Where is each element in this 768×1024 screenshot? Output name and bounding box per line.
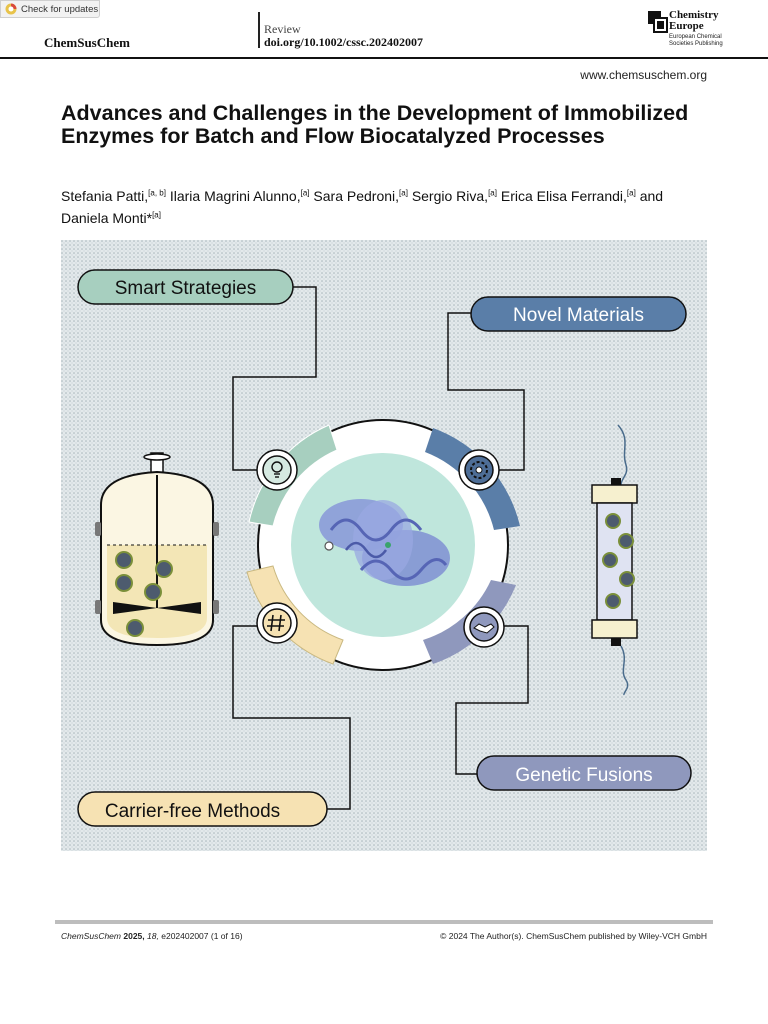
connector-lines — [232, 286, 529, 810]
smart-strategies-pill: Smart Strategies — [77, 269, 294, 305]
graphical-abstract-figure: Smart Strategies Novel Materials Genetic… — [61, 240, 707, 851]
footer-rule — [55, 920, 713, 924]
flow-column-icon — [591, 424, 638, 696]
copyright-line: © 2024 The Author(s). ChemSusChem publis… — [440, 931, 707, 941]
header-divider — [258, 12, 260, 48]
novel-materials-pill: Novel Materials — [470, 296, 687, 332]
hashtag-icon — [256, 602, 298, 644]
journal-name: ChemSusChem — [44, 35, 130, 50]
publisher-name-line2: Europe — [669, 20, 704, 32]
enzyme-protein-icon — [319, 499, 450, 586]
genetic-fusions-label: Genetic Fusions — [515, 765, 652, 786]
doi-link[interactable]: doi.org/10.1002/cssc.202402007 — [264, 35, 423, 49]
carrier-free-methods-label: Carrier-free Methods — [105, 801, 280, 822]
smart-strategies-label: Smart Strategies — [115, 278, 257, 299]
article-type: Review — [264, 22, 301, 36]
author-5: Erica Elisa Ferrandi,[a] — [500, 187, 636, 204]
chemistry-europe-logo-icon — [648, 11, 668, 33]
author-3: Sara Pedroni,[a] — [313, 187, 408, 204]
article-title: Advances and Challenges in the Developme… — [61, 101, 689, 148]
journal-website-link[interactable]: www.chemsuschem.org — [580, 68, 707, 82]
header-rule — [0, 57, 768, 59]
publisher-name-line1: Chemistry — [669, 9, 719, 21]
author-list: Stefania Patti,[a, b] Ilaria Magrini Alu… — [61, 183, 711, 228]
author-4: Sergio Riva,[a] — [411, 187, 497, 204]
publisher-name: Chemistry Europe — [669, 10, 719, 32]
author-6: and Daniela Monti*[a] — [61, 187, 664, 227]
crossmark-icon — [5, 3, 17, 15]
author-2: Ilaria Magrini Alunno,[a] — [169, 187, 310, 204]
publisher-subtitle: European Chemical Societies Publishing — [669, 34, 723, 47]
check-for-updates-button[interactable]: Check for updates — [0, 0, 100, 18]
check-for-updates-label: Check for updates — [21, 3, 99, 15]
novel-materials-label: Novel Materials — [513, 305, 644, 326]
lightbulb-icon — [256, 449, 298, 491]
citation-line: ChemSusChem 2025, 18, e202402007 (1 of 1… — [61, 931, 243, 941]
genetic-fusions-pill: Genetic Fusions — [476, 755, 692, 791]
batch-reactor-icon — [95, 452, 219, 647]
author-1: Stefania Patti,[a, b] — [61, 187, 166, 204]
handshake-icon — [463, 606, 505, 648]
gear-icon — [458, 449, 500, 491]
carrier-free-methods-pill: Carrier-free Methods — [77, 791, 328, 827]
